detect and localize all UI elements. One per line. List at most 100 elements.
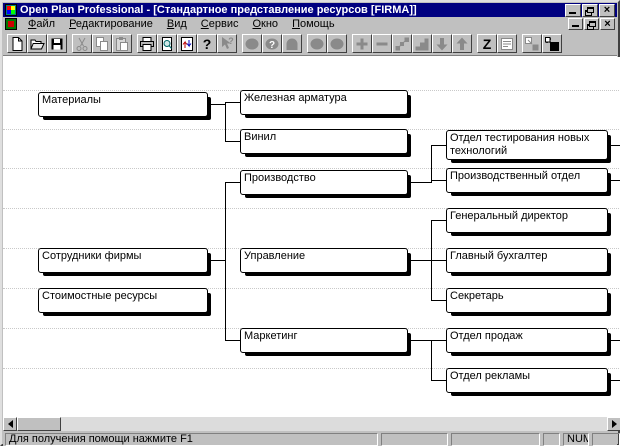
arrow-left-icon — [4, 420, 13, 428]
connector — [225, 102, 226, 142]
oval-view-button-2[interactable] — [307, 34, 327, 53]
oval-view-button-1[interactable] — [242, 34, 262, 53]
connector — [431, 340, 446, 341]
tree-node-secretary[interactable]: Секретарь — [446, 288, 608, 313]
oval-view-button-3[interactable] — [327, 34, 347, 53]
tree-node-cost-resources[interactable]: Стоимостные ресурсы — [38, 288, 208, 313]
menu-service[interactable]: Сервис — [200, 18, 239, 30]
plus-icon — [354, 36, 370, 52]
transfer-icon — [179, 36, 195, 52]
print-button[interactable] — [137, 34, 157, 53]
new-button[interactable] — [7, 34, 27, 53]
child-close-button[interactable]: × — [600, 18, 615, 30]
toolbar: ??? Z — [3, 32, 617, 57]
save-icon — [49, 36, 65, 52]
tree-node-chief-accountant[interactable]: Главный бухгалтер — [446, 248, 608, 273]
connector — [431, 145, 432, 183]
menu-bar: Файл Редактирование Вид Сервис Окно Помощь × — [3, 17, 617, 31]
z-icon: Z — [479, 36, 495, 52]
svg-text:?: ? — [269, 40, 275, 51]
transfer-button[interactable] — [177, 34, 197, 53]
cut-icon — [74, 36, 90, 52]
app-icon — [5, 4, 17, 16]
row-guide — [3, 288, 620, 289]
zoom-z-button[interactable]: Z — [477, 34, 497, 53]
connector — [208, 104, 225, 105]
horizontal-scrollbar[interactable] — [3, 417, 620, 431]
arch-view-button[interactable] — [282, 34, 302, 53]
tree-node-new-tech-testing-dept[interactable]: Отдел тестирования новых технологий — [446, 130, 608, 160]
open-button[interactable] — [27, 34, 47, 53]
arrow-up-icon — [454, 36, 470, 52]
print-icon — [139, 36, 155, 52]
tree-node-iron-fittings[interactable]: Железная арматура — [240, 90, 408, 115]
child-minimize-button[interactable] — [568, 18, 583, 30]
title-bar: Open Plan Professional - [Стандартное пр… — [3, 3, 617, 17]
context-help-button[interactable]: ? — [217, 34, 237, 53]
scroll-left-button[interactable] — [3, 417, 17, 431]
window-title: Open Plan Professional - [Стандартное пр… — [20, 4, 417, 16]
row-guide — [3, 168, 620, 169]
connector — [225, 182, 226, 341]
tile-windows-button[interactable] — [522, 34, 542, 53]
connector — [431, 145, 446, 146]
menu-help[interactable]: Помощь — [292, 18, 335, 30]
minimize-button[interactable] — [565, 3, 581, 17]
restore-window-button[interactable] — [542, 34, 562, 53]
copy-icon — [94, 36, 110, 52]
tree-node-vinyl[interactable]: Винил — [240, 129, 408, 154]
arrow-down-icon — [434, 36, 450, 52]
outline-button[interactable] — [412, 34, 432, 53]
status-bar: Для получения помощи нажмите F1 NUM — [3, 432, 620, 446]
menu-window[interactable]: Окно — [252, 18, 279, 30]
row-guide — [3, 208, 620, 209]
connector — [208, 260, 225, 261]
remove-node-button[interactable] — [372, 34, 392, 53]
close-button[interactable]: × — [599, 3, 615, 17]
move-down-button[interactable] — [432, 34, 452, 53]
connector — [608, 180, 620, 181]
status-message: Для получения помощи нажмите F1 — [5, 433, 378, 446]
svg-text:Z: Z — [483, 36, 492, 52]
oval-question-button[interactable]: ? — [262, 34, 282, 53]
menu-view[interactable]: Вид — [166, 18, 187, 30]
move-up-button[interactable] — [452, 34, 472, 53]
child-restore-button[interactable] — [584, 18, 599, 30]
paste-button[interactable] — [112, 34, 132, 53]
tree-node-sales-dept[interactable]: Отдел продаж — [446, 328, 608, 353]
save-button[interactable] — [47, 34, 67, 53]
menu-edit[interactable]: Редактирование — [69, 18, 153, 30]
svg-text:?: ? — [203, 36, 212, 52]
new-icon — [9, 36, 25, 52]
print-preview-button[interactable] — [157, 34, 177, 53]
help-button[interactable]: ? — [197, 34, 217, 53]
connector — [608, 380, 620, 381]
arrow-right-icon — [611, 420, 620, 428]
status-panel-4 — [592, 433, 620, 446]
tree-node-materials[interactable]: Материалы — [38, 92, 208, 117]
tree-node-management[interactable]: Управление — [240, 248, 408, 273]
link-nodes-button[interactable] — [392, 34, 412, 53]
row-guide — [3, 368, 620, 369]
minus-icon — [374, 36, 390, 52]
connector — [408, 340, 431, 341]
tree-node-production[interactable]: Производство — [240, 170, 408, 195]
connector — [431, 300, 446, 301]
scroll-right-button[interactable] — [607, 417, 620, 431]
preview-icon — [159, 36, 175, 52]
add-node-button[interactable] — [352, 34, 372, 53]
tree-node-marketing[interactable]: Маркетинг — [240, 328, 408, 353]
cut-button[interactable] — [72, 34, 92, 53]
notes-button[interactable] — [497, 34, 517, 53]
tree-node-company-staff[interactable]: Сотрудники фирмы — [38, 248, 208, 273]
tree-node-general-director[interactable]: Генеральный директор — [446, 208, 608, 233]
connector — [225, 102, 240, 103]
tree-node-advertising-dept[interactable]: Отдел рекламы — [446, 368, 608, 393]
restore-button[interactable] — [582, 3, 598, 17]
tree-node-production-dept[interactable]: Производственный отдел — [446, 168, 608, 193]
copy-button[interactable] — [92, 34, 112, 53]
restore-black-icon — [544, 36, 560, 52]
scrollbar-thumb[interactable] — [17, 417, 61, 431]
menu-file[interactable]: Файл — [28, 18, 56, 30]
